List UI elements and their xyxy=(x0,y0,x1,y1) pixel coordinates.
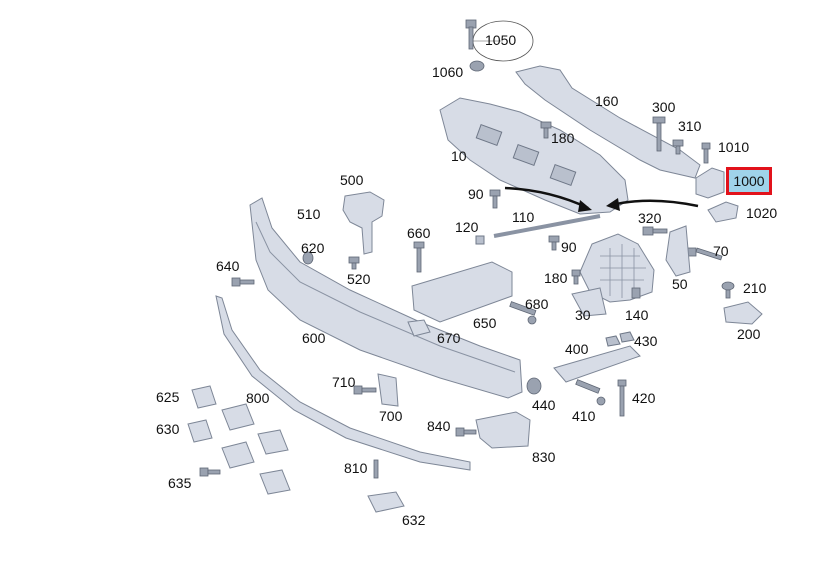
label-180-lower[interactable]: 180 xyxy=(544,270,568,286)
clips-630[interactable] xyxy=(187,419,291,495)
label-635[interactable]: 635 xyxy=(168,475,192,491)
bolt-180-lower[interactable] xyxy=(571,269,581,285)
bolt-310[interactable] xyxy=(672,139,684,155)
label-650[interactable]: 650 xyxy=(473,315,497,331)
label-180-top[interactable]: 180 xyxy=(551,130,575,146)
label-830[interactable]: 830 xyxy=(532,449,556,465)
label-680[interactable]: 680 xyxy=(525,296,549,312)
label-200[interactable]: 200 xyxy=(737,326,761,342)
part-650-block[interactable] xyxy=(411,261,513,323)
part-120[interactable] xyxy=(475,235,485,245)
label-1060[interactable]: 1060 xyxy=(432,64,464,80)
label-320[interactable]: 320 xyxy=(638,210,662,226)
part-140[interactable] xyxy=(631,287,641,299)
label-640[interactable]: 640 xyxy=(216,258,240,274)
arrow-left xyxy=(504,186,592,212)
bolt-300[interactable] xyxy=(652,116,666,152)
label-710[interactable]: 710 xyxy=(332,374,356,390)
part-600-beam[interactable] xyxy=(249,197,523,399)
label-510[interactable]: 510 xyxy=(297,206,321,222)
part-160-rail[interactable] xyxy=(515,65,701,179)
label-400[interactable]: 400 xyxy=(565,341,589,357)
part-400-bar[interactable] xyxy=(553,345,641,383)
bolt-840[interactable] xyxy=(455,427,477,437)
bolt-660[interactable] xyxy=(413,241,425,273)
label-670[interactable]: 670 xyxy=(437,330,461,346)
part-10-carrier[interactable] xyxy=(439,97,629,215)
part-1000-bracket[interactable] xyxy=(695,167,725,199)
bolt-710[interactable] xyxy=(353,385,377,395)
label-1010[interactable]: 1010 xyxy=(718,139,750,155)
label-30[interactable]: 30 xyxy=(575,307,591,323)
label-700[interactable]: 700 xyxy=(379,408,403,424)
part-50-bracket[interactable] xyxy=(665,225,691,277)
part-30-grid[interactable] xyxy=(571,233,655,317)
label-625[interactable]: 625 xyxy=(156,389,180,405)
part-830[interactable] xyxy=(475,411,531,449)
label-810[interactable]: 810 xyxy=(344,460,368,476)
bolt-1010[interactable] xyxy=(701,142,711,164)
label-210[interactable]: 210 xyxy=(743,280,767,296)
bolt-640[interactable] xyxy=(231,277,255,287)
label-310[interactable]: 310 xyxy=(678,118,702,134)
label-410[interactable]: 410 xyxy=(572,408,596,424)
label-90-mid[interactable]: 90 xyxy=(561,239,577,255)
label-840[interactable]: 840 xyxy=(427,418,451,434)
label-160[interactable]: 160 xyxy=(595,93,619,109)
clip-430[interactable] xyxy=(605,331,635,347)
clips-625[interactable] xyxy=(191,385,289,455)
label-630[interactable]: 630 xyxy=(156,421,180,437)
label-1000-selected[interactable]: 1000 xyxy=(726,167,772,195)
bolt-320[interactable] xyxy=(642,226,668,236)
label-632[interactable]: 632 xyxy=(402,512,426,528)
part-440[interactable] xyxy=(526,377,542,395)
label-1020[interactable]: 1020 xyxy=(746,205,778,221)
label-1050[interactable]: 1050 xyxy=(485,32,517,48)
arrow-right xyxy=(606,198,699,211)
fastener-620[interactable] xyxy=(302,251,314,265)
part-500-bracket[interactable] xyxy=(342,191,385,255)
label-110[interactable]: 110 xyxy=(512,209,535,225)
label-10[interactable]: 10 xyxy=(451,148,467,164)
label-50[interactable]: 50 xyxy=(672,276,688,292)
bolt-680[interactable] xyxy=(509,301,537,325)
bolt-635[interactable] xyxy=(199,467,221,477)
part-1020[interactable] xyxy=(707,201,739,223)
bolt-90-left[interactable] xyxy=(489,189,501,209)
bolt-90-mid[interactable] xyxy=(548,235,560,251)
label-420[interactable]: 420 xyxy=(632,390,656,406)
nut-1060[interactable] xyxy=(469,60,485,72)
label-800[interactable]: 800 xyxy=(246,390,270,406)
bolt-810[interactable] xyxy=(373,459,379,479)
label-620[interactable]: 620 xyxy=(301,240,325,256)
label-440[interactable]: 440 xyxy=(532,397,556,413)
fastener-520[interactable] xyxy=(348,256,360,270)
fastener-210[interactable] xyxy=(721,281,735,299)
label-660[interactable]: 660 xyxy=(407,225,431,241)
part-700[interactable] xyxy=(377,373,399,407)
bolt-1050[interactable] xyxy=(465,19,534,62)
label-520[interactable]: 520 xyxy=(347,271,371,287)
part-800-strip[interactable] xyxy=(215,295,471,471)
bolt-420[interactable] xyxy=(617,379,627,417)
bolt-410[interactable] xyxy=(575,379,606,406)
label-70[interactable]: 70 xyxy=(713,243,729,259)
label-500[interactable]: 500 xyxy=(340,172,364,188)
label-300[interactable]: 300 xyxy=(652,99,676,115)
label-90-left[interactable]: 90 xyxy=(468,186,484,202)
part-632[interactable] xyxy=(367,491,405,513)
label-430[interactable]: 430 xyxy=(634,333,658,349)
label-120[interactable]: 120 xyxy=(455,219,479,235)
label-600[interactable]: 600 xyxy=(302,330,326,346)
part-110-rod[interactable] xyxy=(493,214,601,238)
part-200[interactable] xyxy=(723,301,763,325)
bolt-180-top[interactable] xyxy=(540,121,552,139)
clip-670[interactable] xyxy=(407,319,431,337)
label-140[interactable]: 140 xyxy=(625,307,649,323)
